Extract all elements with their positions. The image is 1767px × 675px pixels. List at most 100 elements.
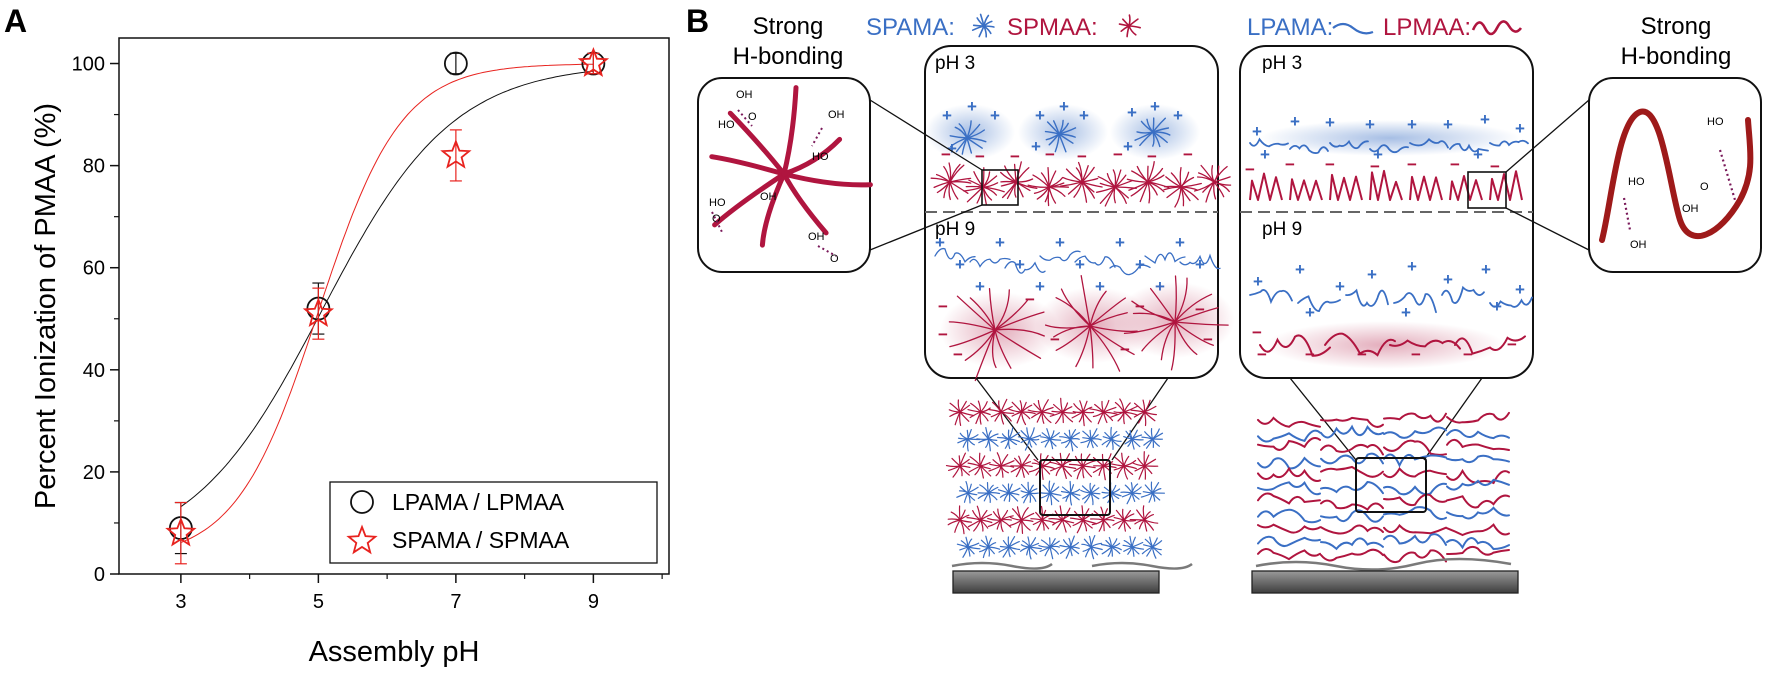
carboxyl-label: HO [709, 197, 726, 209]
star-arm [996, 452, 1002, 467]
star-arm [947, 518, 961, 521]
star-arm [727, 110, 787, 177]
star-arm [709, 154, 787, 177]
star-arm [985, 438, 990, 448]
star-arm [1036, 411, 1043, 423]
star-arm [967, 438, 969, 452]
star-arm [1082, 411, 1095, 414]
star-arm [1040, 438, 1051, 443]
spmaa-star-icon [1118, 14, 1141, 38]
star-arm [1160, 321, 1176, 361]
star-arm [1008, 492, 1011, 502]
anion-charge: − [938, 297, 948, 316]
carboxyl-label: OH [1630, 239, 1647, 251]
data-point-star [165, 516, 197, 547]
star-arm [1152, 127, 1170, 133]
cation-charge: + [990, 106, 1000, 125]
anion-charge: − [1147, 147, 1157, 166]
linear-chain [1383, 453, 1447, 468]
star-arm [1123, 411, 1132, 420]
star-arm [936, 181, 951, 194]
star-arm [1147, 181, 1151, 204]
star-arm [1065, 168, 1083, 183]
star-arm [1000, 411, 1005, 425]
star-arm [956, 295, 996, 331]
star-arm [979, 407, 991, 413]
star-arm [966, 123, 981, 139]
star-arm [1143, 411, 1147, 427]
star-arm [1174, 307, 1219, 323]
star-arm [1061, 465, 1077, 470]
star-arm [949, 135, 968, 139]
star-ph-high: pH 9 [935, 219, 975, 240]
star-arm [956, 492, 969, 498]
star-arm [1126, 492, 1133, 505]
star-arm [1166, 186, 1182, 199]
star-arm [1061, 406, 1073, 413]
star-arm [1032, 174, 1050, 188]
star-bubble-content: ++++++++++++−−−−−−−−++++++++++++++−−−−−−… [925, 97, 1235, 382]
star-arm [959, 404, 971, 413]
star-arm [1015, 465, 1023, 478]
cation-charge: + [1015, 255, 1025, 274]
linear-chain [1257, 535, 1321, 548]
star-arm [1101, 546, 1113, 555]
star-film-substrate [952, 570, 1160, 594]
star-arm [1089, 290, 1107, 327]
star-arm [954, 519, 961, 533]
star-arm [1048, 186, 1066, 197]
star-arm [1062, 492, 1072, 499]
cation-charge: + [1123, 137, 1133, 156]
linear-ph-high: pH 9 [1262, 219, 1302, 240]
linear-chain [1144, 252, 1186, 264]
anion-charge: − [1490, 157, 1500, 176]
charge-glow [1265, 321, 1505, 369]
star-arm [959, 432, 969, 440]
star-arm [967, 542, 980, 548]
collapsed-chain [1249, 172, 1283, 201]
star-arm [1000, 515, 1014, 521]
cation-charge: + [1492, 297, 1502, 316]
star-arm [1174, 321, 1198, 356]
linear-chain [1257, 416, 1321, 428]
linear-chain [1320, 509, 1384, 523]
anion-charge: − [1411, 345, 1421, 364]
star-arm [1100, 543, 1113, 548]
star-arm [1007, 536, 1010, 548]
star-arm [1028, 492, 1032, 503]
inset-linear-polymer [1599, 108, 1754, 243]
carboxyl-label: HO [1707, 116, 1724, 128]
star-arm [1073, 465, 1084, 472]
linear-chain [1289, 144, 1329, 154]
star-arm [1110, 438, 1114, 450]
star-arm [1102, 411, 1114, 422]
data-point-star [440, 138, 472, 169]
anion-charge: − [1135, 297, 1145, 316]
star-arm [1054, 133, 1060, 153]
star-arm [1061, 465, 1067, 479]
star-arm [1143, 411, 1156, 422]
star-arm [1082, 465, 1096, 469]
linear-chain [1389, 339, 1461, 350]
star-arm [994, 329, 1012, 369]
star-arm [1147, 167, 1164, 183]
cation-charge: + [1295, 260, 1305, 279]
star-arm [1018, 455, 1023, 467]
star-arm [1151, 488, 1162, 494]
star-arm [1081, 177, 1099, 183]
linear-chain [1383, 467, 1447, 479]
star-arm [967, 429, 972, 440]
star-arm [1030, 518, 1043, 521]
hbond-right-line2: H-bonding [1621, 43, 1732, 70]
star-arm [1089, 297, 1127, 327]
linear-chain [1257, 547, 1321, 561]
anion-charge: − [1203, 330, 1213, 349]
star-arm [1124, 438, 1133, 445]
star-arm [1119, 398, 1125, 413]
legend-spmaa-label: SPMAA: [1007, 14, 1098, 41]
star-arm [1150, 428, 1154, 440]
star-arm [1148, 492, 1154, 503]
anion-charge: − [975, 147, 985, 166]
star-arm [988, 465, 1002, 472]
star-arm [1090, 535, 1096, 548]
